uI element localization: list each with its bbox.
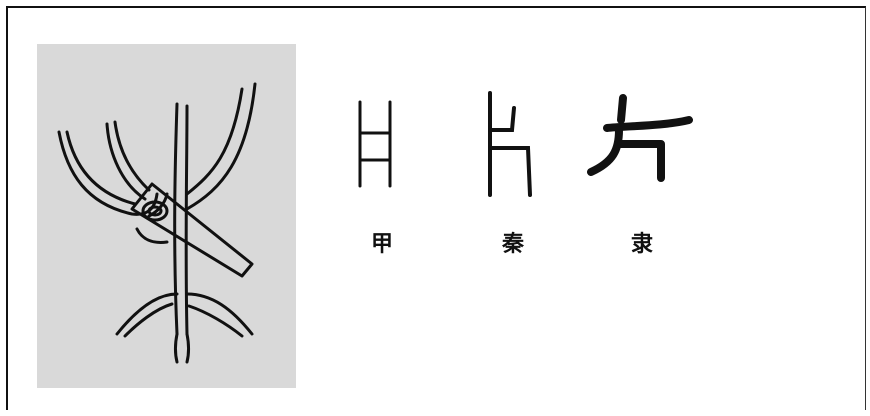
board-drawing — [57, 82, 257, 364]
figure-frame — [6, 6, 866, 410]
caption-qin: 秦 — [501, 231, 524, 257]
caption-jia: 甲 — [370, 231, 393, 257]
glyph-oracle-bone — [350, 98, 400, 188]
glyph-qin-seal — [480, 90, 540, 200]
wood-board-illustration — [37, 44, 296, 388]
caption-li: 隶 — [630, 231, 653, 257]
glyph-clerical — [585, 92, 695, 182]
